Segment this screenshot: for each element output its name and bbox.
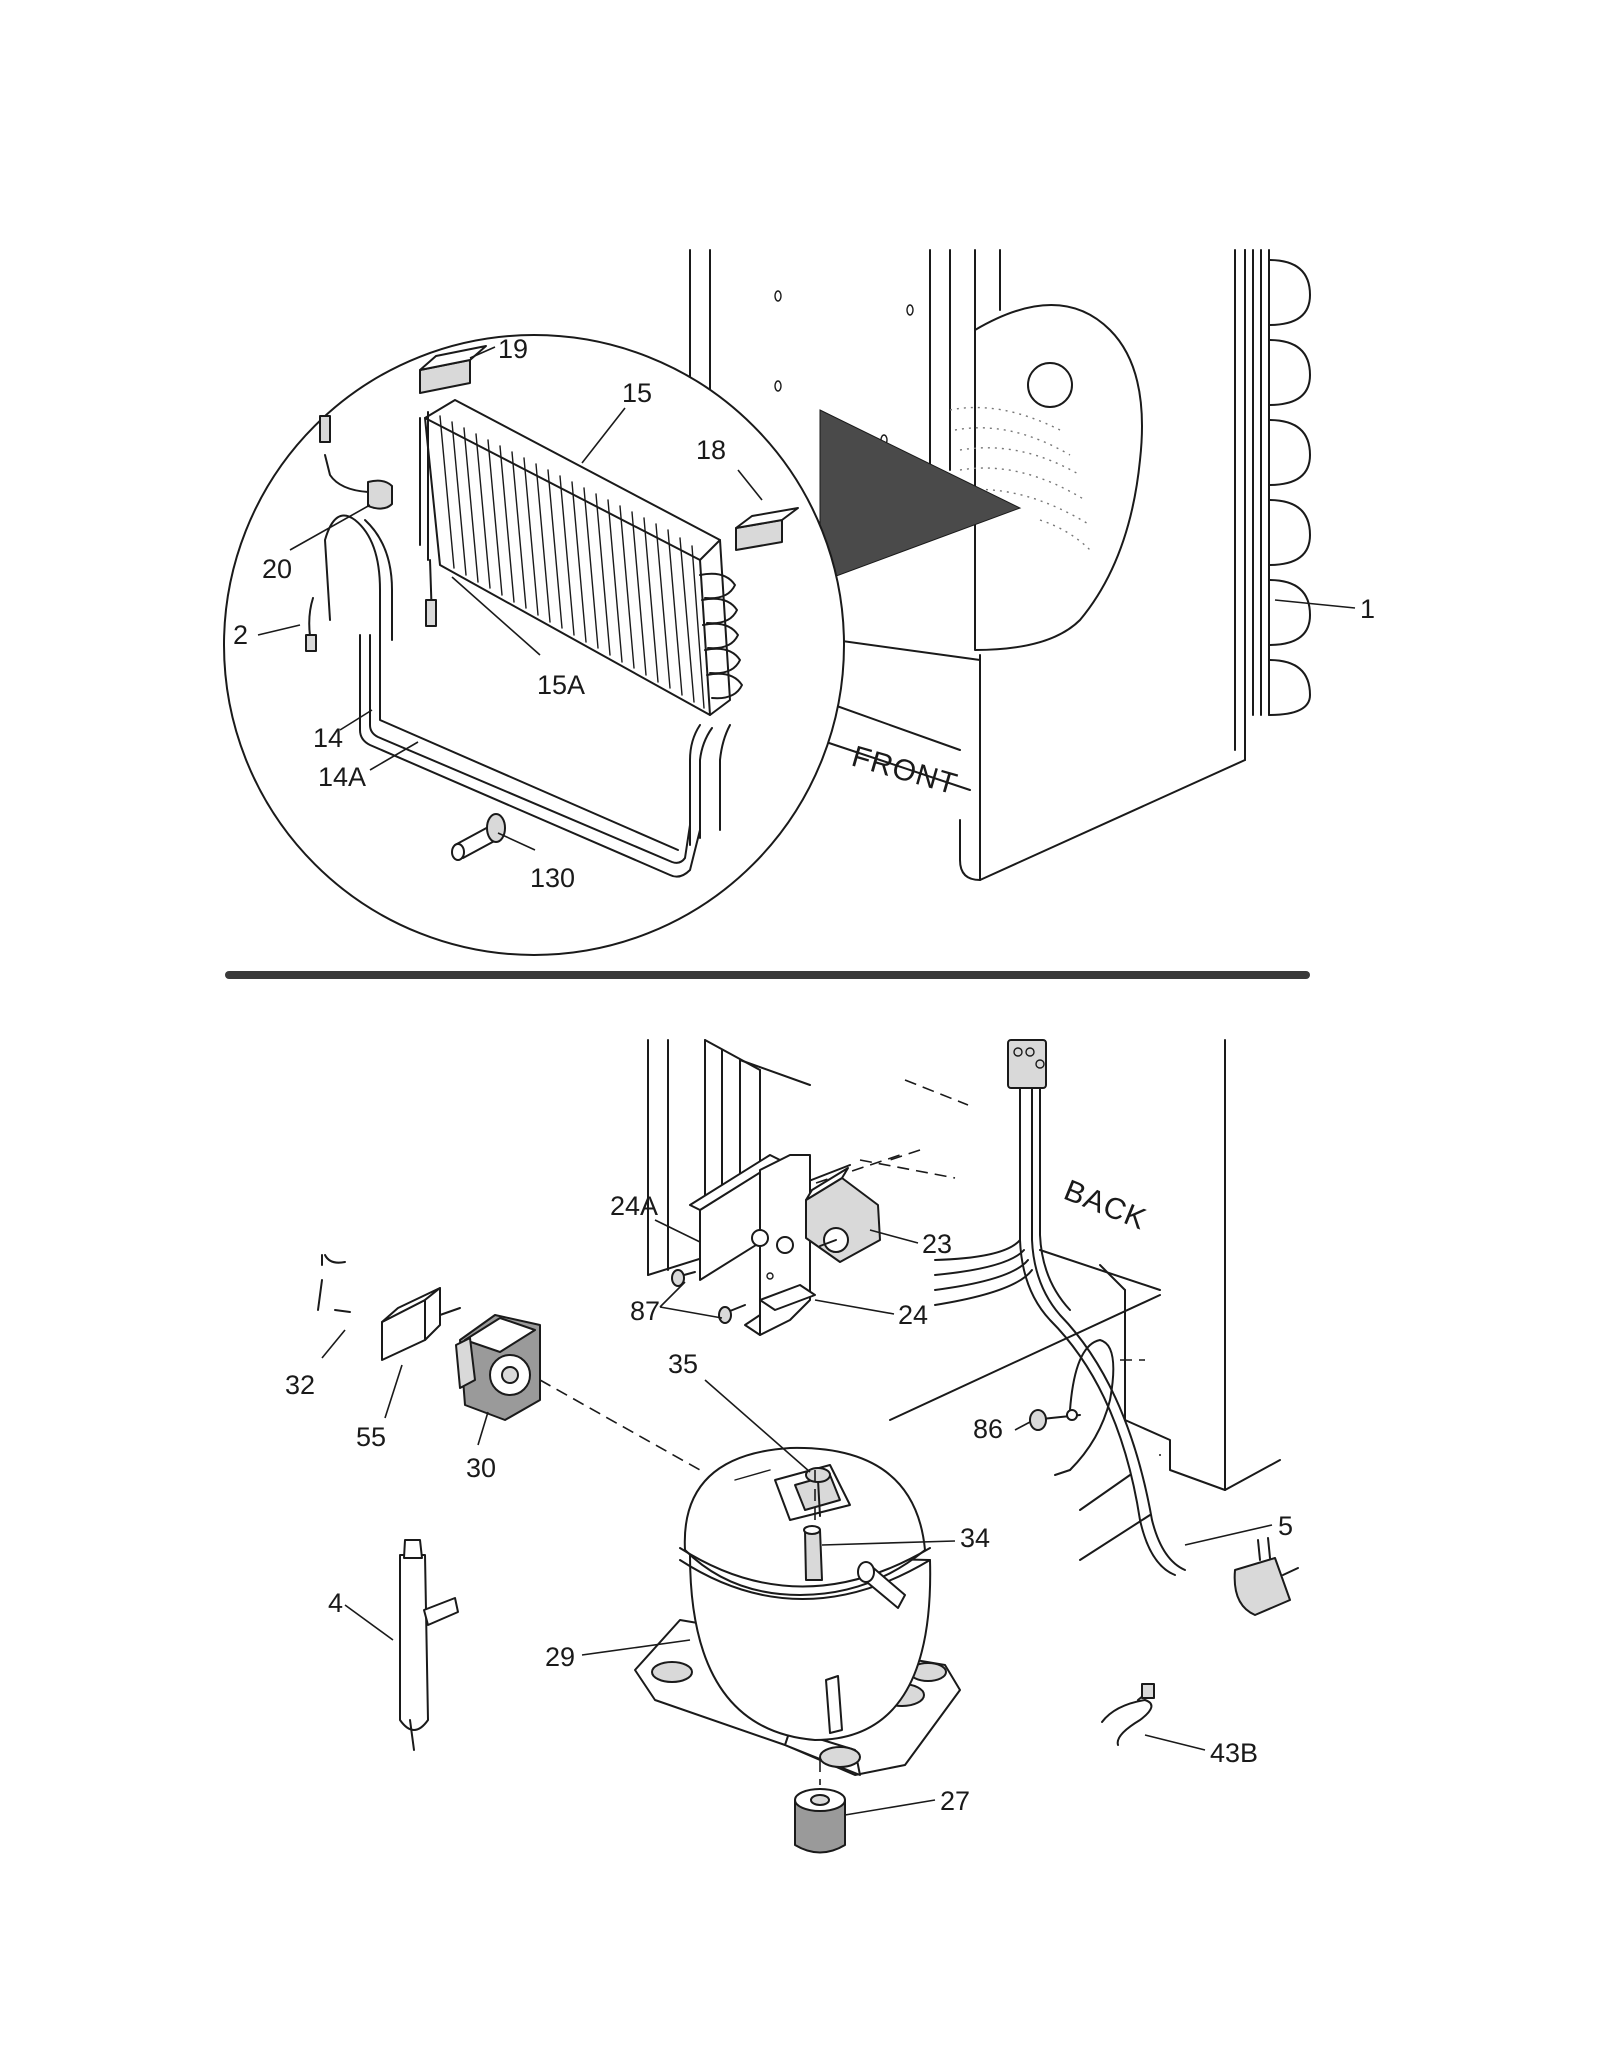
callout-35: 35 — [668, 1349, 698, 1379]
callout-23: 23 — [922, 1229, 952, 1259]
callout-5: 5 — [1278, 1511, 1293, 1541]
callout-27: 27 — [940, 1786, 970, 1816]
relay-overload — [317, 1254, 541, 1421]
callout-14a: 14A — [318, 762, 366, 792]
callout-2: 2 — [233, 620, 248, 650]
callout-1: 1 — [1360, 594, 1375, 624]
callout-43b: 43B — [1210, 1738, 1258, 1768]
callout-130: 130 — [530, 863, 575, 893]
callout-32: 32 — [285, 1370, 315, 1400]
projection-wedge — [819, 409, 1022, 583]
callout-18: 18 — [696, 435, 726, 465]
callout-24a: 24A — [610, 1191, 658, 1221]
section-divider — [225, 971, 1310, 979]
callout-34: 34 — [960, 1523, 990, 1553]
callout-4: 4 — [328, 1588, 343, 1618]
callout-19: 19 — [498, 334, 528, 364]
callout-20: 20 — [262, 554, 292, 584]
defrost-timer-assembly — [671, 1154, 881, 1336]
evaporator-detail-circle — [223, 334, 845, 956]
callout-55: 55 — [356, 1422, 386, 1452]
grommet-27 — [794, 1788, 846, 1854]
evaporator-fins — [424, 399, 731, 716]
front-label: FRONT — [848, 740, 961, 802]
clip-43b — [1101, 1683, 1155, 1746]
callout-29: 29 — [545, 1642, 575, 1672]
screw-86 — [1029, 1409, 1081, 1431]
top-leaders — [257, 346, 1356, 851]
callout-15: 15 — [622, 378, 652, 408]
wire-harness — [934, 1039, 1299, 1616]
condenser-coil — [1244, 249, 1311, 716]
callout-14: 14 — [313, 723, 343, 753]
compressor-29 — [539, 1379, 961, 1785]
cabinet-bottom-view — [647, 1039, 1281, 1491]
callout-30: 30 — [466, 1453, 496, 1483]
callout-15a: 15A — [537, 670, 585, 700]
filter-drier-4 — [399, 1539, 459, 1751]
callout-24: 24 — [898, 1300, 928, 1330]
bottom-leaders — [321, 1219, 1273, 1816]
callout-86: 86 — [973, 1414, 1003, 1444]
back-label: BACK — [1059, 1174, 1151, 1237]
callout-87: 87 — [630, 1296, 660, 1326]
